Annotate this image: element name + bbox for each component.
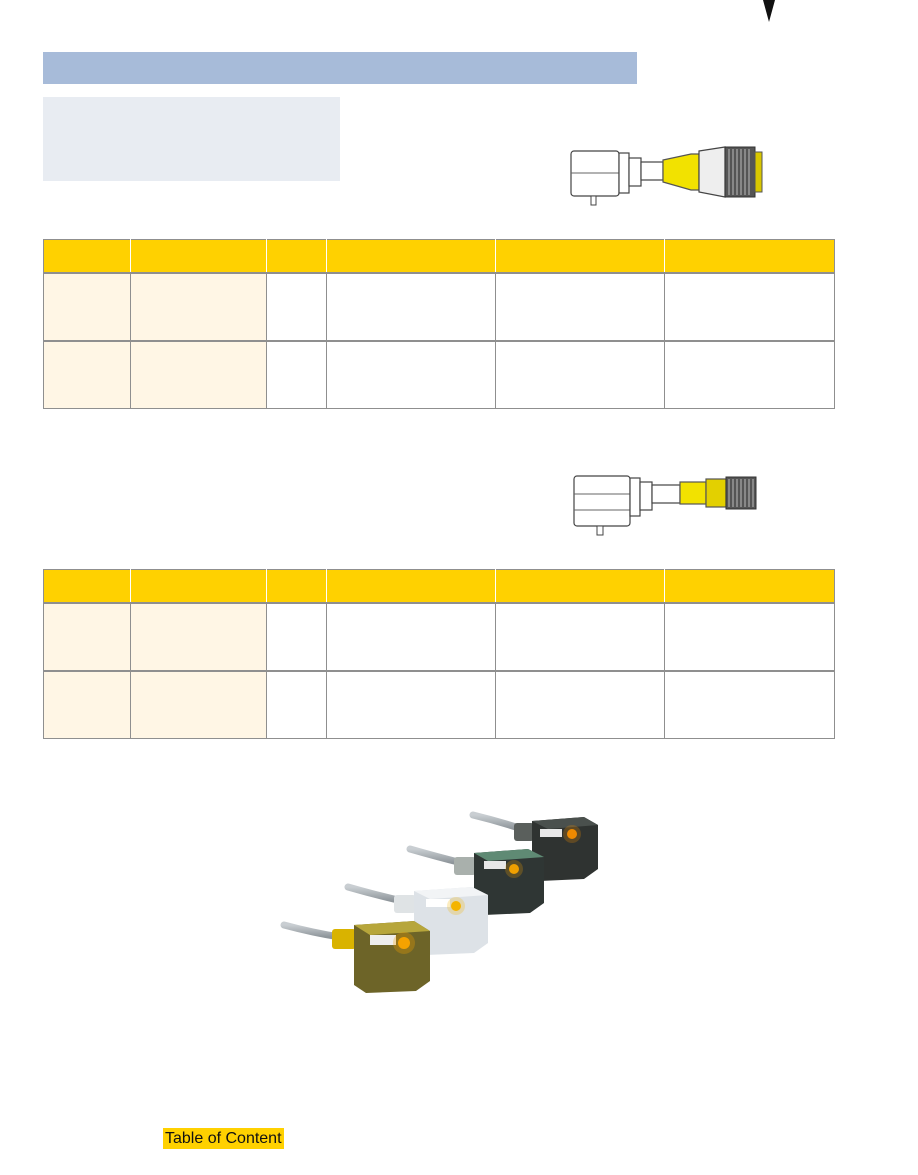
table-cell bbox=[43, 603, 131, 672]
table-header-cell bbox=[664, 239, 835, 274]
table-header-cell bbox=[495, 569, 665, 604]
table-cell bbox=[326, 341, 496, 409]
table-cell bbox=[266, 603, 327, 672]
spec-table-1 bbox=[43, 239, 835, 409]
table-cell bbox=[495, 341, 665, 409]
table-header-row bbox=[43, 569, 835, 604]
info-box bbox=[43, 97, 340, 181]
table-header-cell bbox=[130, 239, 267, 274]
table-row bbox=[43, 671, 835, 739]
table-cell bbox=[664, 273, 835, 342]
table-header-row bbox=[43, 239, 835, 274]
table-cell bbox=[266, 341, 327, 409]
table-header-cell bbox=[43, 569, 131, 604]
table-cell bbox=[326, 671, 496, 739]
table-row bbox=[43, 341, 835, 409]
section-header-bar bbox=[43, 52, 637, 84]
table-cell bbox=[130, 671, 267, 739]
page-marker bbox=[763, 0, 775, 22]
table-row bbox=[43, 273, 835, 342]
table-cell bbox=[326, 273, 496, 342]
connector-male-m12-icon bbox=[573, 475, 757, 536]
table-row bbox=[43, 603, 835, 672]
table-header-cell bbox=[266, 239, 327, 274]
table-cell bbox=[130, 273, 267, 342]
table-header-cell bbox=[326, 569, 496, 604]
table-header-cell bbox=[266, 569, 327, 604]
table-cell bbox=[495, 273, 665, 342]
table-header-cell bbox=[495, 239, 665, 274]
table-header-cell bbox=[43, 239, 131, 274]
connector-female-m12-icon bbox=[570, 146, 763, 206]
table-cell bbox=[266, 671, 327, 739]
table-cell bbox=[130, 341, 267, 409]
table-cell bbox=[664, 603, 835, 672]
table-header-cell bbox=[130, 569, 267, 604]
table-cell bbox=[495, 603, 665, 672]
table-cell bbox=[43, 671, 131, 739]
table-cell bbox=[664, 341, 835, 409]
table-cell bbox=[43, 273, 131, 342]
table-cell bbox=[266, 273, 327, 342]
led-valve-connectors-photo bbox=[280, 811, 598, 993]
table-cell bbox=[664, 671, 835, 739]
spec-table-2 bbox=[43, 569, 835, 739]
table-header-cell bbox=[326, 239, 496, 274]
table-cell bbox=[43, 341, 131, 409]
table-cell bbox=[130, 603, 267, 672]
table-cell bbox=[326, 603, 496, 672]
table-of-content-link[interactable]: Table of Content bbox=[163, 1128, 284, 1149]
table-cell bbox=[495, 671, 665, 739]
table-header-cell bbox=[664, 569, 835, 604]
